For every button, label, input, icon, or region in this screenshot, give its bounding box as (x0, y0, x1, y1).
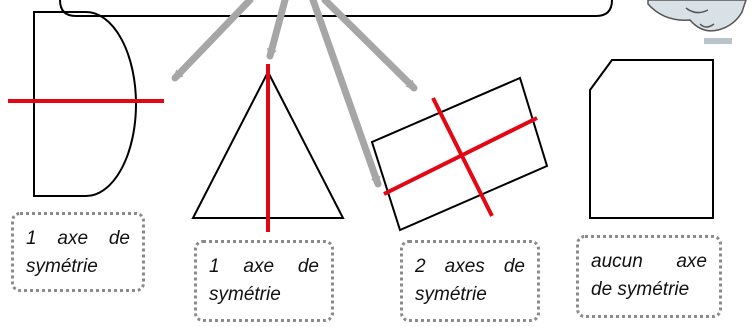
caption-figure-2: 1 axe de symétrie (194, 240, 334, 322)
caption-figure-4: aucun axe de symétrie (576, 235, 722, 318)
caption-line-2: symétrie (26, 256, 98, 277)
arrow-icon (309, 0, 382, 188)
arrow-icon (321, 0, 418, 92)
caption-figure-1: 1 axe de symétrie (11, 212, 145, 292)
mascot-icon (647, 0, 747, 44)
caption-line-2: de symétrie (591, 279, 690, 300)
figure-triangle (191, 64, 345, 232)
symmetry-axis (431, 97, 494, 217)
speech-bubble (59, 0, 613, 17)
caption-line-1: 2 axes de (415, 256, 525, 277)
arrow-icon (266, 0, 289, 60)
caption-line-1: 1 axe de (209, 256, 319, 277)
caption-line-2: symétrie (415, 284, 487, 305)
figure-rectangle (370, 76, 549, 232)
arrow-icon (171, 0, 254, 82)
caption-figure-3: 2 axes de symétrie (400, 240, 540, 322)
figure-half-disc (8, 11, 164, 197)
caption-line-1: 1 axe de (26, 228, 130, 249)
caption-line-1: aucun axe (591, 251, 707, 272)
figure-pentagon (589, 59, 714, 219)
caption-line-2: symétrie (209, 284, 281, 305)
pointer-arrows (171, 0, 418, 188)
